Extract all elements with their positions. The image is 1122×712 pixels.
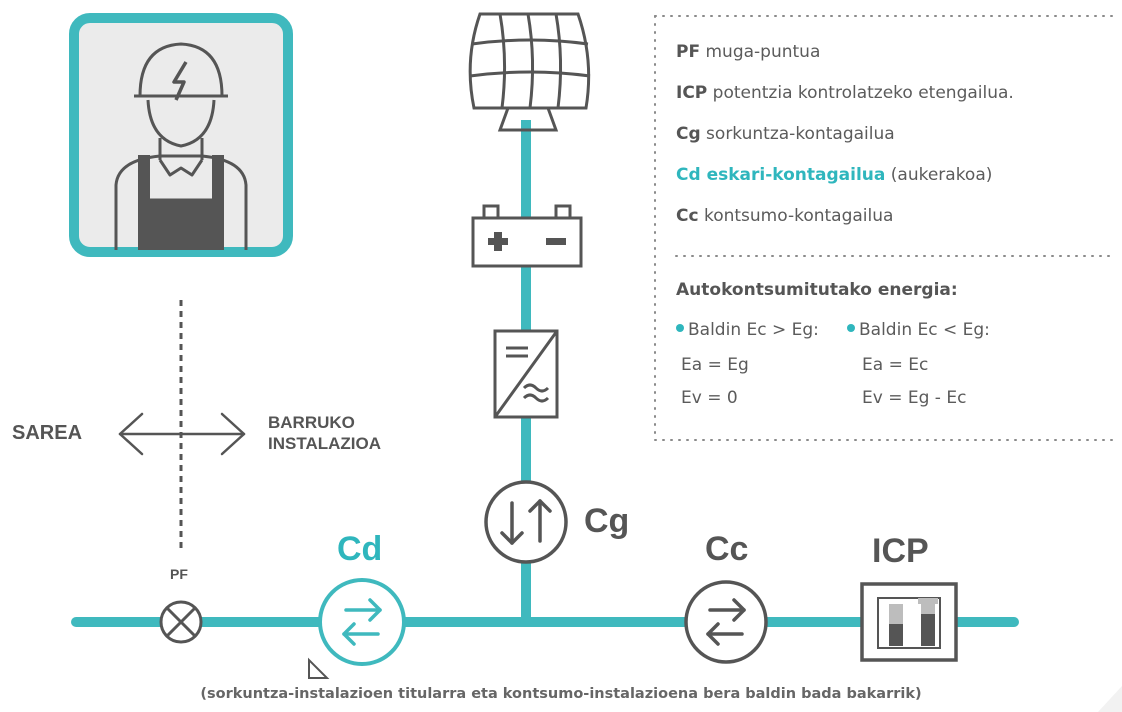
legend-item-icp: ICP potentzia kontrolatzeko etengailua. [676,81,1116,122]
barruko-label-line1: BARRUKO [268,413,355,432]
legend-item-pf: PF muga-puntua [676,40,1116,81]
barruko-label: BARRUKO INSTALAZIOA [268,412,381,454]
sarea-label: SAREA [12,422,83,444]
energy-title: Autokontsumitutako energia: [676,280,958,300]
legend-abbr: Cd eskari-kontagailua [676,165,886,185]
legend-abbr: Cc [676,206,699,226]
icp-label: ICP [872,532,929,570]
case1-line2: Ev = 0 [681,388,738,408]
bullet-icon [676,324,684,332]
cd-meter-icon [318,578,406,666]
legend-text: muga-puntua [700,42,821,62]
battery-icon [471,204,583,268]
cross-circle-icon [159,600,203,644]
case2-line2: Ev = Eg - Ec [862,388,967,408]
legend-abbr: PF [676,42,701,62]
case1-condition: Baldin Ec > Eg: [676,320,819,340]
legend-text: sorkuntza-kontagailua [700,124,895,144]
bullet-icon [847,324,855,332]
legend-frame [654,15,1119,441]
legend-abbr: ICP [676,83,708,103]
cc-label: Cc [705,530,749,568]
pf-label: PF [170,566,188,582]
decorative-corner [1098,686,1122,712]
footnote-caption: (sorkuntza-instalazioen titularra eta ko… [200,686,922,702]
case1-line1: Ea = Eg [681,355,749,375]
case2-line1: Ea = Ec [862,355,929,375]
cd-label: Cd [337,530,383,568]
case2-condition-text: Baldin Ec < Eg: [859,320,990,340]
case2-condition: Baldin Ec < Eg: [847,320,990,340]
legend: PF muga-puntua ICP potentzia kontrolatze… [676,40,1116,300]
corner-marker [308,657,330,679]
legend-item-cg: Cg sorkuntza-kontagailua [676,122,1116,163]
inverter-icon [493,329,559,419]
electrician-icon [69,13,293,257]
cc-meter-icon [684,580,768,664]
legend-abbr: Cg [676,124,701,144]
solar-panel-icon [468,12,591,132]
legend-text: potentzia kontrolatzeko etengailua. [707,83,1014,103]
cg-label: Cg [584,502,630,540]
double-arrow-icon [118,412,246,456]
barruko-label-line2: INSTALAZIOA [268,434,382,453]
legend-text: (aukerakoa) [885,165,993,185]
switch-icon [860,582,958,662]
legend-item-cc: Cc kontsumo-kontagailua [676,204,1116,245]
case1-condition-text: Baldin Ec > Eg: [688,320,819,340]
legend-text: kontsumo-kontagailua [698,206,894,226]
cg-meter-icon [484,480,568,564]
legend-item-cd: Cd eskari-kontagailua (aukerakoa) [676,163,1116,204]
